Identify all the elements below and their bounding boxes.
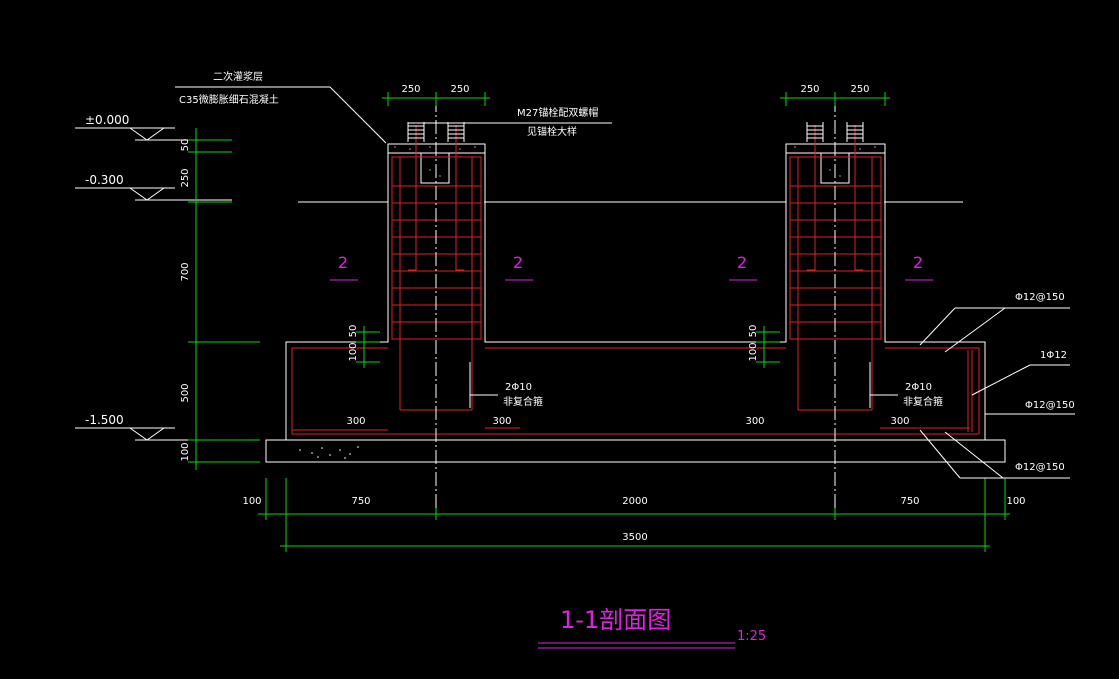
step-dim-right-0: 50	[748, 325, 759, 338]
bolt-note-line2: 见锚栓大样	[527, 125, 577, 138]
grout-note: 二次灌浆层 C35微膨胀细石混凝土	[175, 70, 387, 144]
left-dim-1: 250	[180, 168, 191, 187]
rebar-callout-0: Φ12@150	[1015, 292, 1065, 303]
top-dim-right-0: 250	[800, 84, 819, 95]
rebar-callout-2: Φ12@150	[1025, 400, 1075, 411]
stirrup-note-right-2: 非复合箍	[903, 395, 943, 408]
top-dim-left-1: 250	[450, 84, 469, 95]
elevation-markers: ±0.000 -0.300 -1.500	[75, 113, 232, 441]
center-lines	[435, 98, 836, 518]
section-mark-3: 2	[913, 253, 923, 272]
section-mark-1: 2	[513, 253, 523, 272]
blinding-layer	[265, 439, 1006, 463]
elevation-0: ±0.000	[85, 113, 129, 127]
inner-dim-0: 300	[346, 416, 365, 427]
title-main: 1-1剖面图	[560, 606, 671, 634]
bottom-dim-right: 750	[900, 496, 919, 507]
stirrup-note-left-1: 2Φ10	[505, 382, 532, 393]
rebar-callouts: Φ12@150 1Φ12 Φ12@150 Φ12@150	[919, 292, 1075, 479]
top-dimensions: 250 250 250 250	[382, 84, 890, 106]
step-dimensions: 50 100 50 100	[348, 325, 780, 368]
stirrup-note-left-2: 非复合箍	[503, 395, 543, 408]
bottom-dim-middle: 2000	[622, 496, 647, 507]
bottom-dim-edge-left: 100	[242, 496, 261, 507]
left-dim-4: 100	[180, 442, 191, 461]
bolt-note: M27锚栓配双螺帽 见锚栓大样	[408, 106, 612, 138]
top-dim-left-0: 250	[401, 84, 420, 95]
rebar-footing	[291, 347, 980, 435]
rebar-callout-3: Φ12@150	[1015, 462, 1065, 473]
section-mark-0: 2	[338, 253, 348, 272]
anchor-pocket-left	[420, 152, 450, 184]
left-dim-2: 700	[180, 262, 191, 281]
drawing-title: 1-1剖面图 1:25	[538, 606, 766, 649]
left-dimension-chain: 50 250 700 500 100	[180, 128, 260, 470]
left-dim-3: 500	[180, 383, 191, 402]
inner-dim-3: 300	[890, 416, 909, 427]
inner-dim-1: 300	[492, 416, 511, 427]
bolt-note-line1: M27锚栓配双螺帽	[517, 106, 598, 119]
stirrup-notes: 2Φ10 非复合箍 2Φ10 非复合箍	[470, 382, 943, 408]
title-scale: 1:25	[737, 629, 766, 644]
step-dim-right-1: 100	[748, 342, 759, 361]
bottom-dim-left: 750	[351, 496, 370, 507]
grout-note-line2: C35微膨胀细石混凝土	[179, 93, 279, 106]
elevation-1: -0.300	[85, 173, 124, 187]
rebar-callout-1: 1Φ12	[1040, 350, 1067, 361]
top-dim-right-1: 250	[850, 84, 869, 95]
stirrup-note-right-1: 2Φ10	[905, 382, 932, 393]
anchor-bolts	[407, 122, 864, 142]
left-dim-0: 50	[180, 139, 191, 152]
section-mark-2: 2	[737, 253, 747, 272]
step-dim-left-1: 100	[348, 342, 359, 361]
inner-dim-2: 300	[745, 416, 764, 427]
grout-note-line1: 二次灌浆层	[213, 70, 263, 83]
elevation-2: -1.500	[85, 413, 124, 427]
section-marks: 2 2 2 2	[330, 253, 933, 281]
bottom-dim-edge-right: 100	[1006, 496, 1025, 507]
step-dim-left-0: 50	[348, 325, 359, 338]
inner-dimensions: 300 300 300 300	[346, 416, 909, 427]
concrete-outline	[265, 143, 1006, 463]
bottom-dimensions: 100 750 2000 750 100 3500	[242, 478, 1026, 552]
bottom-dim-total: 3500	[622, 532, 647, 543]
